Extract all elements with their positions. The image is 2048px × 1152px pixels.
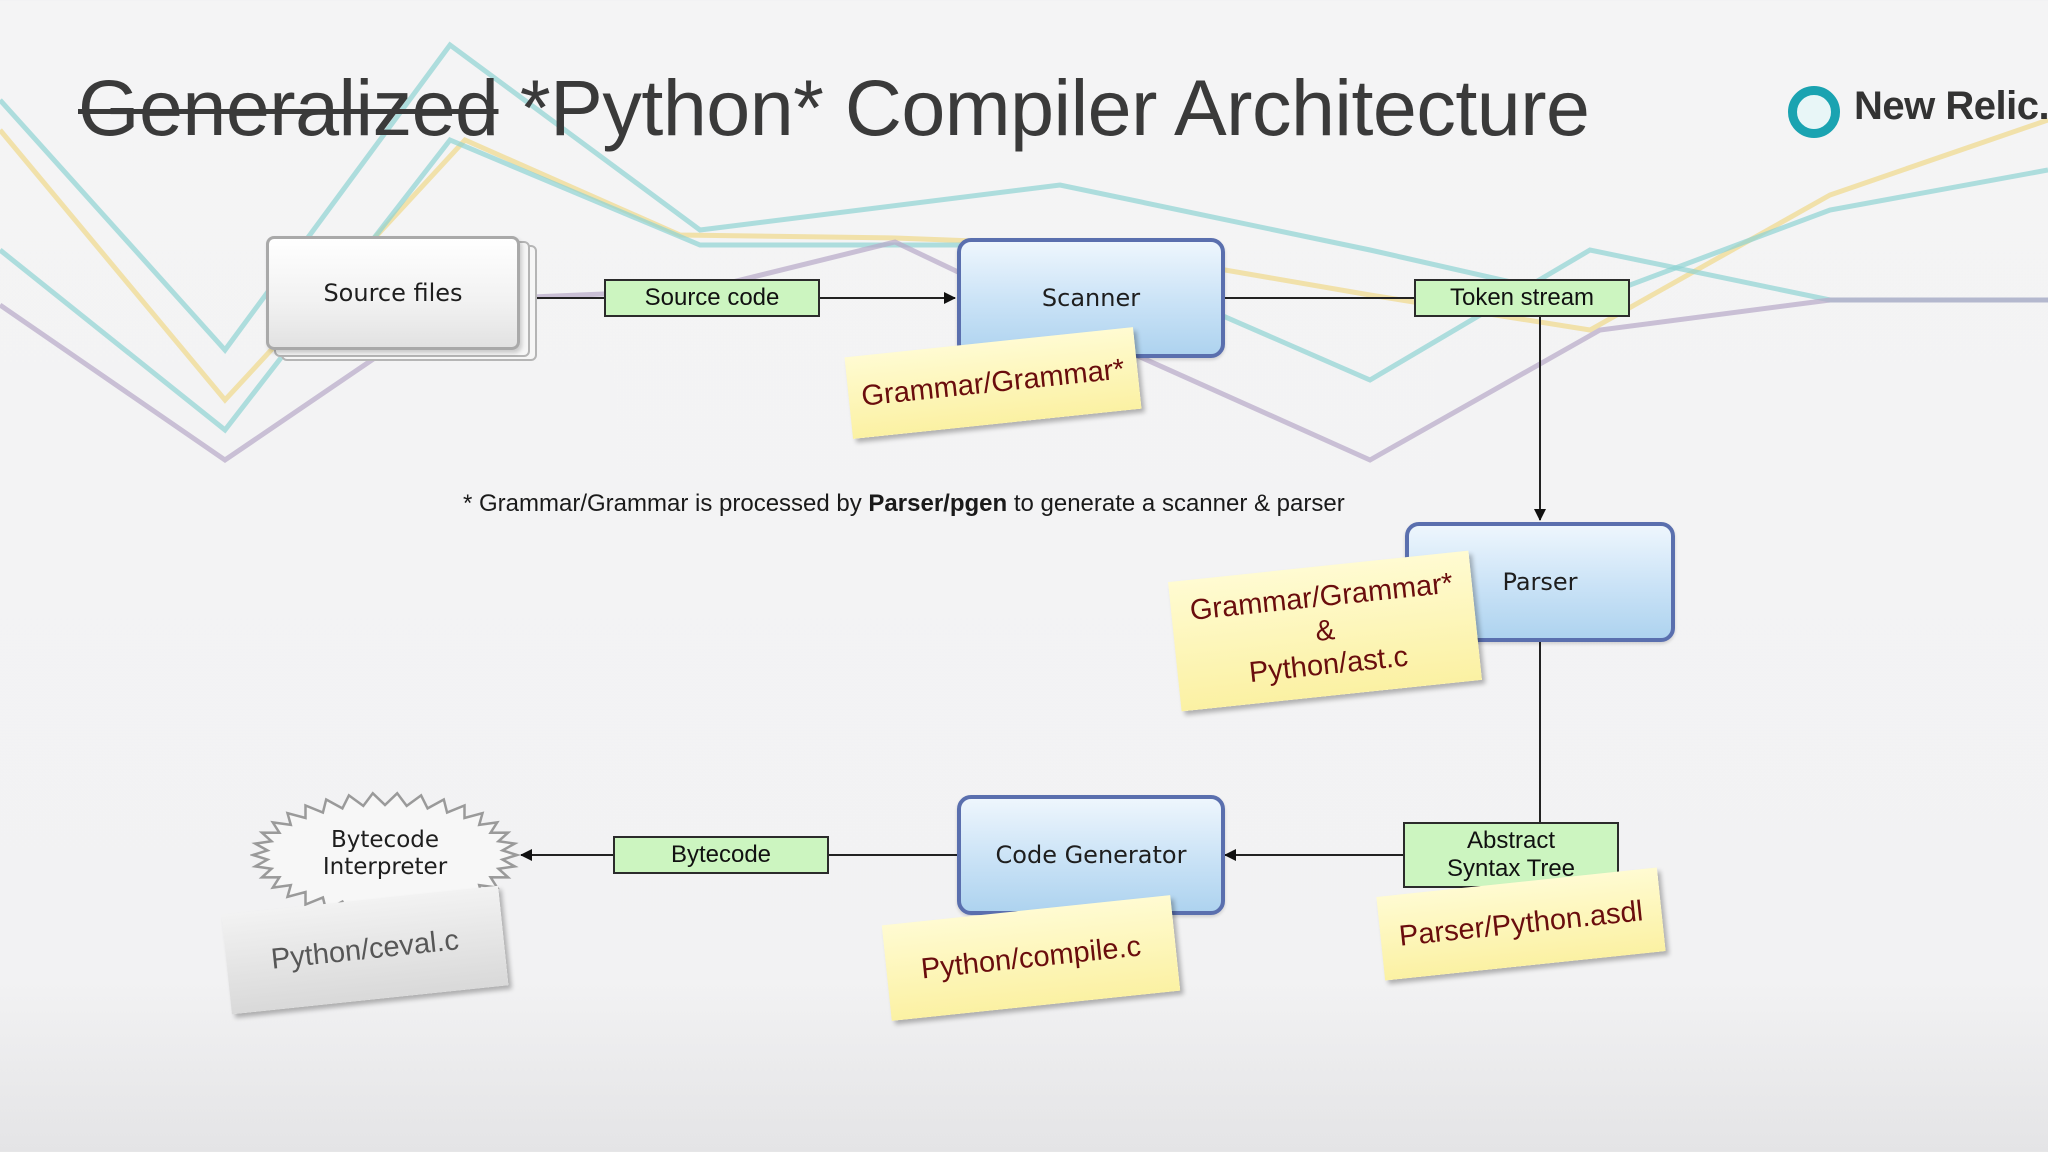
footnote-bold: Parser/pgen (868, 490, 1008, 517)
footnote: * Grammar/Grammar is processed by Parser… (463, 490, 1345, 518)
scanner-label: Scanner (1041, 284, 1141, 312)
title-text: *Python* Compiler Architecture (498, 63, 1590, 152)
footnote-suffix: to generate a scanner & parser (1007, 490, 1345, 517)
parser-note-line-2: & (1313, 614, 1337, 648)
logo-text: New Relic. (1854, 84, 2048, 128)
ast-line-1: Abstract (1466, 827, 1556, 854)
interpreter-line-2: Interpreter (322, 854, 448, 880)
title-struck-word: Generalized (78, 63, 499, 152)
code-generator-node: Code Generator (957, 795, 1225, 915)
edge-scanner-to-parser (1222, 297, 1546, 521)
bytecode-interpreter-label: Bytecode Interpreter (270, 827, 500, 881)
scanner-node: Scanner (957, 238, 1225, 358)
code-generator-label: Code Generator (995, 841, 1187, 869)
source-files-node: Source files (266, 236, 520, 350)
bytecode-label: Bytecode (613, 836, 829, 874)
token-stream-label: Token stream (1414, 279, 1630, 317)
footnote-prefix: * Grammar/Grammar is processed by (463, 490, 869, 517)
logo-ring-icon (1788, 86, 1840, 138)
parser-label: Parser (1502, 568, 1578, 596)
source-code-label: Source code (604, 279, 820, 317)
interpreter-line-1: Bytecode (330, 827, 440, 853)
parser-note-line-3: Python/ast.c (1247, 640, 1410, 690)
slide-title: Generalized *Python* Compiler Architectu… (78, 62, 1590, 154)
